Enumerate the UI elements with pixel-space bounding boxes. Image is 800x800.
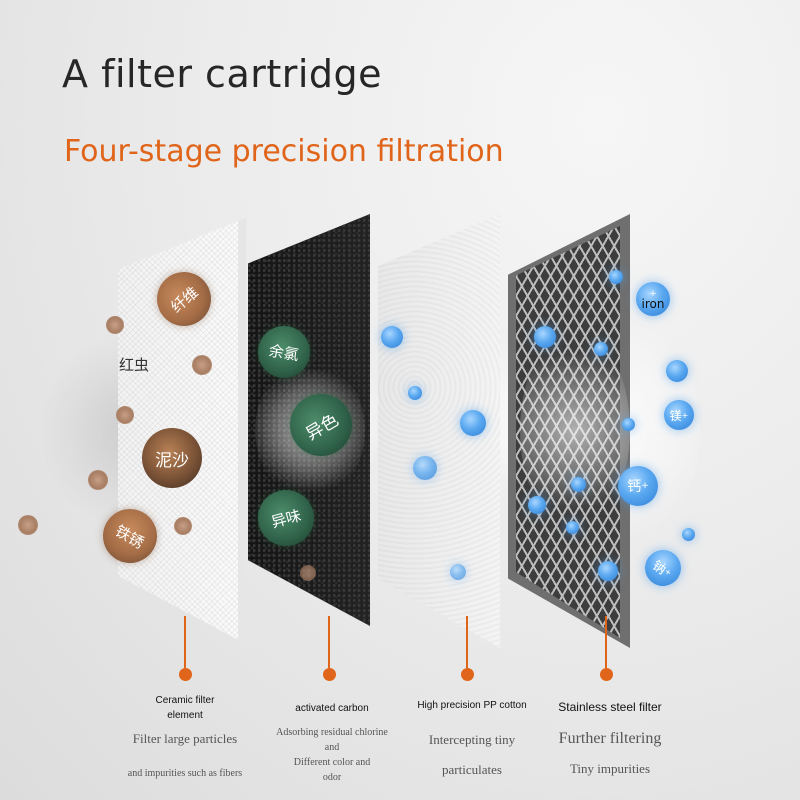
stage2-desc-line: Adsorbing residual chlorine xyxy=(276,727,388,738)
stage3-desc1: Intercepting tiny xyxy=(428,732,516,747)
calcium-label: 钙 xyxy=(627,479,642,495)
plus-sign: + xyxy=(649,289,657,299)
stage3-name: High precision PP cotton xyxy=(417,700,527,711)
water-droplet xyxy=(571,477,586,492)
water-droplet xyxy=(598,561,618,581)
impurity-dot xyxy=(174,517,192,535)
stage1-name-line2: element xyxy=(167,710,203,721)
stage2-desc-line: and xyxy=(324,742,340,753)
impurity-dot xyxy=(88,470,108,490)
stage2-desc-line: Different color and xyxy=(293,757,371,768)
pointer-line xyxy=(184,616,186,668)
water-droplet xyxy=(666,360,688,382)
water-droplet xyxy=(381,326,403,348)
stage1-desc1: Filter large particles xyxy=(132,731,238,746)
stage1-caption: Ceramic filter element xyxy=(115,693,255,723)
pointer-line xyxy=(605,616,607,668)
pointer-dot xyxy=(179,668,192,681)
pointer-line xyxy=(328,616,330,668)
stage4-desc1: Further filtering xyxy=(558,730,662,747)
stage1-name-line1: Ceramic filter xyxy=(155,695,215,706)
stage4-desc2: Tiny impurities xyxy=(569,761,651,776)
water-droplet xyxy=(528,496,546,514)
stage2-desc: Adsorbing residual chlorine and Differen… xyxy=(262,725,402,785)
impurity-dot xyxy=(300,565,316,581)
pointer-dot xyxy=(600,668,613,681)
water-droplet xyxy=(534,326,556,348)
plus-sign: + xyxy=(641,481,649,491)
pointer-line xyxy=(466,616,468,668)
stage2-name: activated carbon xyxy=(295,703,369,714)
sodium-ion: 钠+ xyxy=(637,542,689,594)
sediment-particle: 泥沙 xyxy=(142,428,202,488)
water-droplet xyxy=(622,418,635,431)
stage4-name: Stainless steel filter xyxy=(558,700,662,714)
impurity-dot xyxy=(116,406,134,424)
calcium-ion: 钙+ xyxy=(618,466,658,506)
red-worm-label: 红虫 xyxy=(119,356,150,374)
water-droplet xyxy=(566,521,579,534)
water-droplet xyxy=(594,342,608,356)
iron-label: iron xyxy=(641,297,665,311)
impurity-dot xyxy=(18,515,38,535)
stage3-desc2: particulates xyxy=(442,762,502,777)
plus-sign: + xyxy=(681,410,689,420)
magnesium-ion: 镁+ xyxy=(664,400,694,430)
magnesium-label: 镁 xyxy=(669,408,682,423)
page-title: A filter cartridge xyxy=(62,52,383,96)
water-droplet xyxy=(609,270,623,284)
water-droplet xyxy=(460,410,486,436)
water-droplet xyxy=(682,528,695,541)
stage2-desc-line: odor xyxy=(322,772,342,783)
stage1-desc2: and impurities such as fibers xyxy=(127,768,243,779)
water-droplet xyxy=(408,386,422,400)
water-droplet xyxy=(450,564,466,580)
pointer-dot xyxy=(461,668,474,681)
pointer-dot xyxy=(323,668,336,681)
impurity-dot xyxy=(192,355,212,375)
impurity-dot xyxy=(106,316,124,334)
water-droplet xyxy=(413,456,437,480)
page-subtitle: Four-stage precision filtration xyxy=(64,134,504,169)
iron-ion: + iron xyxy=(636,282,670,316)
